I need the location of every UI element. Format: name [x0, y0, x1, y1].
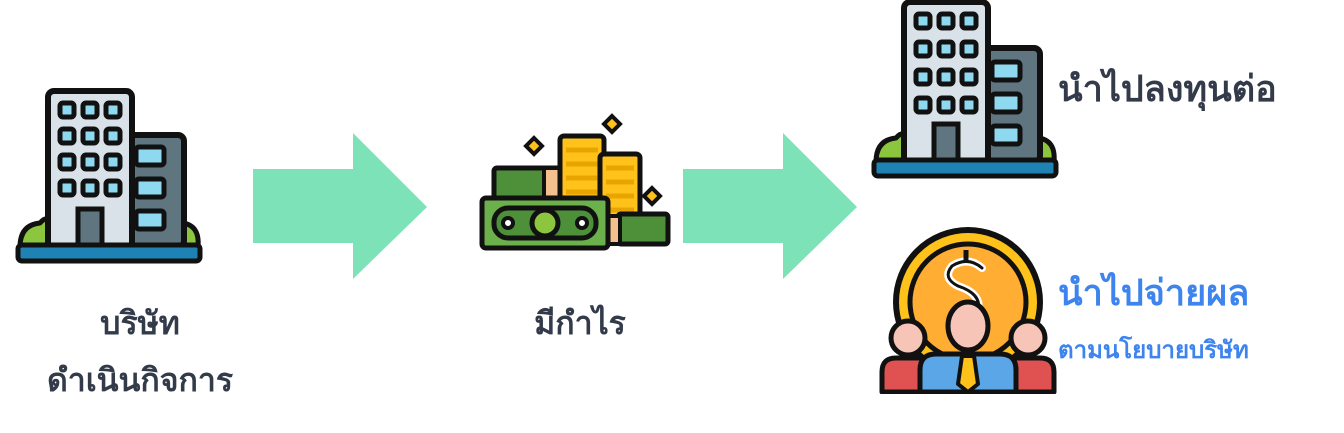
company-sublabel: ดำเนินกิจการ	[46, 361, 234, 399]
dividend-label: นำไปจ่ายผล	[1058, 273, 1250, 314]
company-label: บริษัท	[100, 304, 180, 342]
money-stack-icon	[478, 112, 674, 252]
office-building-icon	[870, 0, 1060, 180]
arrow-right-icon	[253, 133, 429, 281]
dividend-people-coin-icon	[878, 226, 1058, 394]
dividend-sublabel: ตามนโยบายบริษัท	[1058, 336, 1249, 364]
office-building-icon	[14, 85, 204, 265]
profit-label: มีกำไร	[534, 304, 626, 342]
arrow-right-icon	[683, 133, 859, 281]
reinvest-label: นำไปลงทุนต่อ	[1058, 69, 1277, 110]
